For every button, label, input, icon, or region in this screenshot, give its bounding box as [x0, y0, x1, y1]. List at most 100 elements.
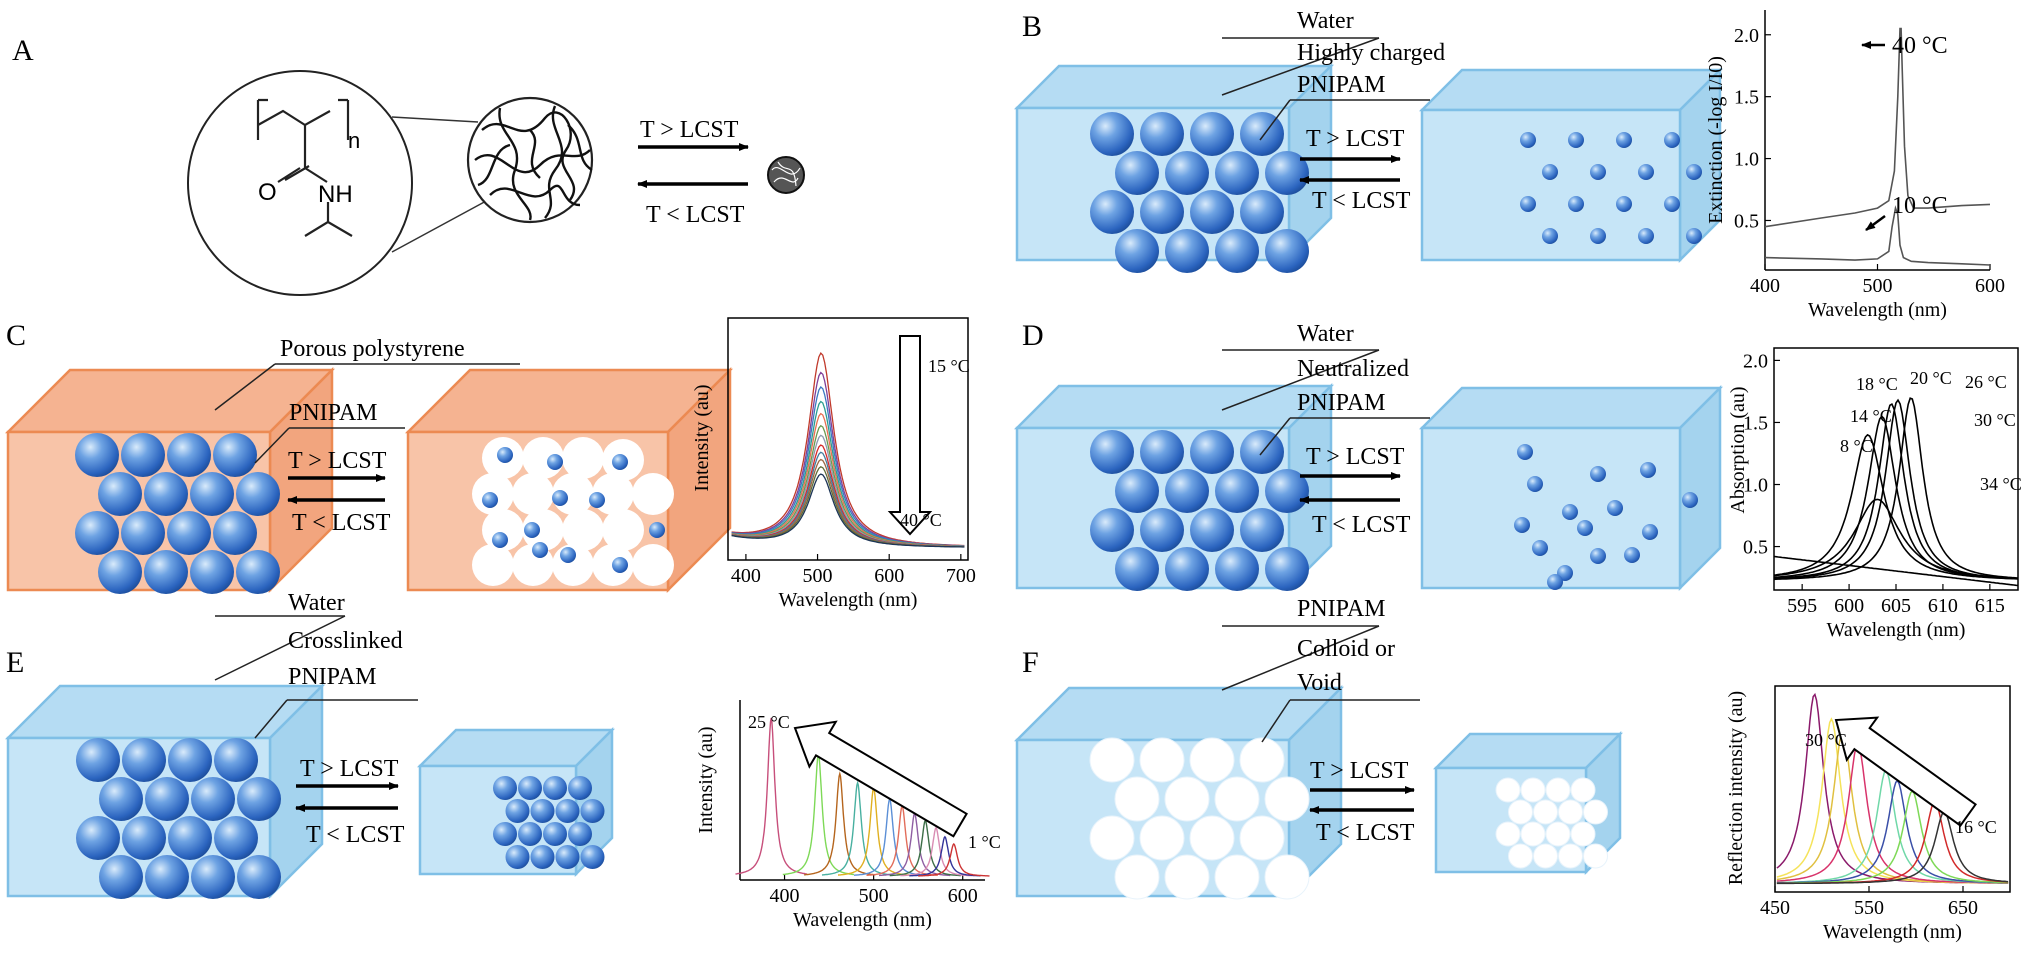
colloid-sphere: [493, 776, 517, 800]
small-colloid-sphere: [1562, 504, 1578, 520]
colloid-sphere: [98, 472, 142, 516]
small-colloid-sphere: [524, 522, 540, 538]
subscript-n: n: [348, 128, 360, 153]
colloid-sphere: [1165, 547, 1209, 591]
arrow-b-top-label: T > LCST: [1306, 126, 1405, 152]
cube-front-face: [1420, 108, 1682, 262]
y-axis-title: Intensity (au): [691, 384, 713, 491]
colloid-sphere: [121, 433, 165, 477]
zoom-line-top: [391, 116, 479, 123]
cube-top-face: [1013, 384, 1335, 430]
sphere-lattice-small-e: [493, 776, 605, 869]
x-tick-label: 610: [1928, 595, 1958, 617]
panel-e: E Water Crosslinked PNIPAM T > LCST T < …: [4, 590, 616, 900]
x-axis-title: Wavelength (nm): [779, 589, 918, 611]
colloid-sphere: [1090, 190, 1134, 234]
y-tick-label: 2.0: [1743, 350, 1768, 372]
colloid-sphere: [237, 777, 281, 821]
label-b-1: Water: [1297, 8, 1354, 34]
colloid-sphere: [518, 822, 542, 846]
label-f-3: Void: [1297, 670, 1342, 696]
colloid-sphere: [1115, 547, 1159, 591]
annotation-15c: 15 °C: [928, 356, 970, 376]
small-colloid-sphere: [1642, 524, 1658, 540]
water-cube-right: [1418, 66, 1724, 264]
callout-leader-f-colloid: [1221, 625, 1380, 691]
series-line: [1776, 692, 2009, 884]
x-tick-label: 550: [1854, 897, 1884, 919]
x-axis-title: Wavelength (nm): [793, 909, 932, 931]
panel-f-letter: F: [1022, 646, 1039, 679]
cube-top-face: [4, 684, 326, 740]
arrow-c-bottom-label: T < LCST: [292, 510, 391, 536]
colloid-sphere: [76, 738, 120, 782]
arrow-e-bottom-label: T < LCST: [306, 822, 405, 848]
colloid-sphere: [1140, 112, 1184, 156]
panel-f: F PNIPAM Colloid or Void T > LCST T < LC…: [1013, 596, 1624, 900]
void-sphere: [1164, 776, 1210, 822]
colloid-sphere: [543, 822, 567, 846]
small-colloid-sphere: [1577, 520, 1593, 536]
zoom-line-bottom: [391, 199, 489, 253]
colloid-sphere: [1240, 508, 1284, 552]
colloid-sphere: [1090, 508, 1134, 552]
void-sphere: [1189, 737, 1235, 783]
label-c-1: Porous polystyrene: [280, 336, 465, 362]
y-tick-label: 1.5: [1743, 412, 1768, 434]
colloid-sphere: [505, 845, 530, 869]
pore-void: [632, 473, 674, 515]
x-tick-label: 500: [1863, 275, 1893, 297]
label-c-2: PNIPAM: [289, 400, 378, 426]
colloid-sphere: [122, 816, 166, 860]
colloid-sphere: [568, 776, 592, 800]
void-sphere: [1570, 821, 1596, 847]
void-sphere: [1139, 737, 1185, 783]
colloid-sphere: [1115, 469, 1159, 513]
small-colloid-sphere: [1532, 540, 1548, 556]
sphere-lattice-d: [1090, 430, 1309, 591]
arrow-e-top-label: T > LCST: [300, 756, 399, 782]
callout-leader-pnipam: [1259, 99, 1291, 141]
y-axis-title: Reflection intensity (au): [1725, 691, 1747, 885]
annotation-40c: 40 °C: [1892, 33, 1948, 59]
void-sphere: [1508, 799, 1533, 825]
colloid-sphere: [168, 816, 212, 860]
arrow-b-bottom-label: T < LCST: [1312, 188, 1411, 214]
panel-a: A n O NH T > LCST T < LCS: [12, 34, 805, 296]
void-sphere: [1495, 777, 1521, 803]
small-colloid-sphere: [1638, 228, 1654, 244]
colloid-sphere: [213, 433, 257, 477]
colloid-sphere: [543, 776, 567, 800]
panel-b-letter: B: [1022, 10, 1042, 43]
colloid-sphere: [168, 738, 212, 782]
series-line: [1764, 205, 1991, 266]
small-colloid-sphere: [497, 447, 513, 463]
x-tick-label: 600: [948, 885, 978, 907]
x-axis-title: Wavelength (nm): [1827, 619, 1966, 641]
x-tick-label: 595: [1787, 595, 1817, 617]
void-sphere: [1114, 854, 1160, 900]
arrow-a-top-label: T > LCST: [640, 117, 739, 143]
colloid-sphere: [190, 550, 234, 594]
x-tick-label: 400: [1750, 275, 1780, 297]
void-sphere: [1239, 815, 1285, 861]
annotation-25c: 25 °C: [748, 712, 790, 732]
small-colloid-sphere: [1616, 132, 1632, 148]
small-colloid-sphere: [1568, 132, 1584, 148]
cube-top-face: [1418, 386, 1724, 430]
colloid-sphere: [145, 855, 189, 899]
colloid-sphere: [555, 845, 580, 869]
small-colloid-sphere: [1664, 132, 1680, 148]
annotation-temp: 34 °C: [1980, 474, 2022, 494]
colloid-sphere: [145, 777, 189, 821]
colloid-sphere: [530, 799, 555, 823]
small-colloid-sphere: [492, 532, 508, 548]
void-sphere: [1570, 777, 1596, 803]
colloid-sphere: [190, 472, 234, 516]
void-sphere: [1545, 777, 1571, 803]
small-colloid-sphere: [1682, 492, 1698, 508]
x-tick-label: 650: [1948, 897, 1978, 919]
polymer-network-circle: [466, 96, 594, 224]
small-colloid-sphere: [1590, 548, 1606, 564]
